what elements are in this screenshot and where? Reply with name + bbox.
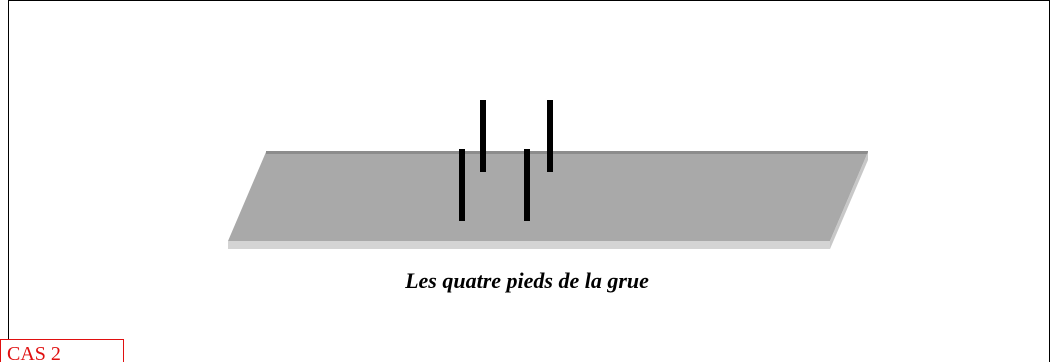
- platform-front-face: [228, 241, 830, 249]
- crane-leg-front-left: [459, 149, 465, 221]
- platform-right-side: [830, 152, 868, 249]
- crane-leg-front-right: [524, 149, 530, 221]
- platform-top: [228, 152, 868, 241]
- crane-leg-back-left: [480, 100, 486, 172]
- case-label-box: CAS 2: [0, 339, 124, 362]
- diagram-frame: [8, 0, 1050, 362]
- case-label: CAS 2: [7, 343, 61, 362]
- crane-leg-back-right: [547, 100, 553, 172]
- diagram-caption: Les quatre pieds de la grue: [405, 268, 649, 293]
